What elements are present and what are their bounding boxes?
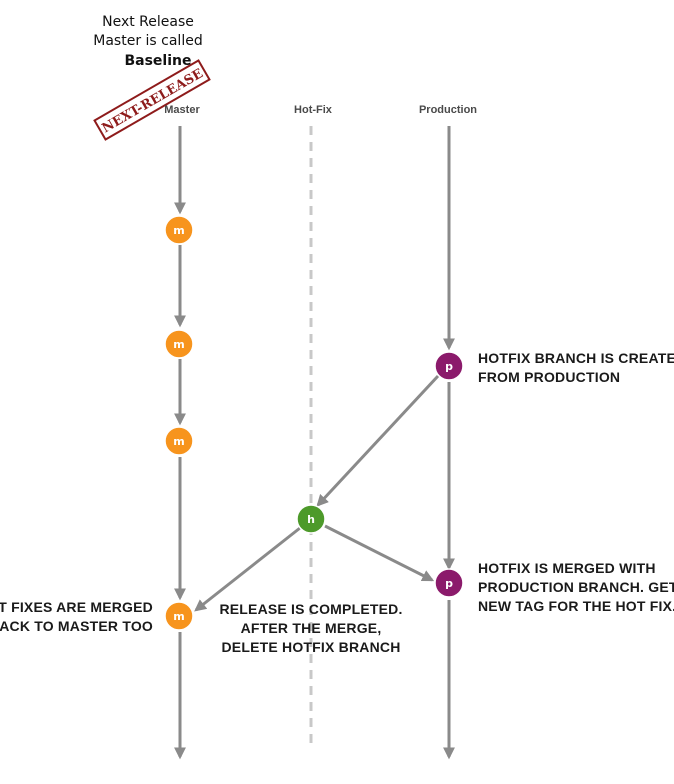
master-node-1-label: m xyxy=(173,224,184,237)
master-node-3: m xyxy=(164,426,194,456)
note-hotfix-merged-line-3: NEW TAG FOR THE HOT FIX. xyxy=(478,598,674,614)
production-node-2-label: p xyxy=(445,577,453,590)
master-node-3-label: m xyxy=(173,435,184,448)
arrow-production-to-hotfix xyxy=(316,374,440,507)
note-release-completed-line-3: DELETE HOTFIX BRANCH xyxy=(222,639,401,655)
note-merged-back-line-2: BACK TO MASTER TOO xyxy=(0,618,153,634)
column-label-production: Production xyxy=(419,104,477,116)
note-hotfix-created-line-1: HOTFIX BRANCH IS CREATED xyxy=(478,350,674,366)
note-hotfix-merged-line-2: PRODUCTION BRANCH. GET A xyxy=(478,579,674,595)
branch-arrows xyxy=(194,374,440,612)
hotfix-node-1: h xyxy=(296,504,326,534)
production-node-1: p xyxy=(434,351,464,381)
column-label-hotfix: Hot-Fix xyxy=(294,104,333,116)
master-node-2: m xyxy=(164,329,194,359)
note-hotfix-merged: HOTFIX IS MERGED WITH PRODUCTION BRANCH.… xyxy=(478,560,674,614)
note-merged-back: HOT FIXES ARE MERGED BACK TO MASTER TOO xyxy=(0,599,153,634)
note-hotfix-merged-line-1: HOTFIX IS MERGED WITH xyxy=(478,560,656,576)
note-release-completed-line-2: AFTER THE MERGE, xyxy=(241,620,382,636)
note-release-completed: RELEASE IS COMPLETED. AFTER THE MERGE, D… xyxy=(219,601,402,655)
next-release-stamp: NEXT-RELEASE xyxy=(93,59,211,141)
note-hotfix-created: HOTFIX BRANCH IS CREATED FROM PRODUCTION xyxy=(478,350,674,385)
stamp-border xyxy=(93,59,211,141)
production-node-2: p xyxy=(434,568,464,598)
column-label-master: Master xyxy=(164,104,200,116)
note-hotfix-created-line-2: FROM PRODUCTION xyxy=(478,369,620,385)
stamp-text: NEXT-RELEASE xyxy=(100,66,206,136)
header-note-line-2: Master is called xyxy=(93,33,202,49)
header-note: Next Release Master is called Baseline xyxy=(93,14,202,69)
header-note-line-1: Next Release xyxy=(102,14,194,30)
master-node-4: m xyxy=(164,601,194,631)
production-node-1-label: p xyxy=(445,360,453,373)
master-node-4-label: m xyxy=(173,610,184,623)
master-node-2-label: m xyxy=(173,338,184,351)
arrow-hotfix-to-production xyxy=(324,524,435,582)
arrow-hotfix-to-master xyxy=(194,526,301,612)
note-merged-back-line-1: HOT FIXES ARE MERGED xyxy=(0,599,153,615)
hotfix-node-1-label: h xyxy=(307,513,315,526)
note-release-completed-line-1: RELEASE IS COMPLETED. xyxy=(219,601,402,617)
header-note-line-3: Baseline xyxy=(124,53,191,69)
master-node-1: m xyxy=(164,215,194,245)
